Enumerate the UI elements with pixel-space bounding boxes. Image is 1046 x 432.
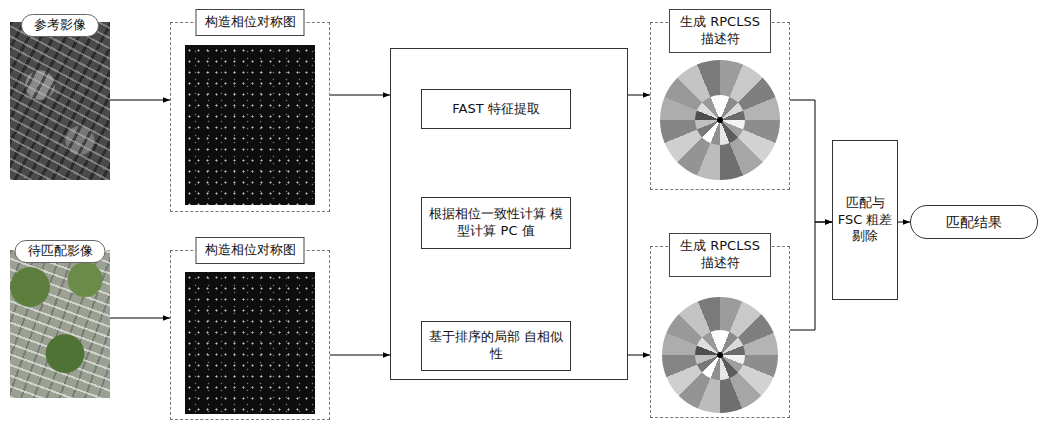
- process-box: 根据相位一致性计算 模型计算 PC 值: [421, 197, 571, 249]
- process-frame: FAST 特征提取根据相位一致性计算 模型计算 PC 值基于排序的局部 自相似性: [390, 48, 628, 380]
- terminal-label: 匹配结果: [946, 213, 1002, 231]
- image-label: 待匹配影像: [15, 240, 106, 263]
- dashed-group: 构造相位对称图: [170, 250, 330, 420]
- flow-arrow: [628, 355, 650, 356]
- descriptor-center: [717, 117, 723, 123]
- terminal-box: 匹配结果: [910, 205, 1038, 239]
- process-box: FAST 特征提取: [421, 89, 571, 129]
- image-panel: 待匹配影像: [10, 240, 110, 400]
- flow-arrow: [898, 222, 910, 223]
- descriptor-center: [717, 352, 723, 358]
- box-label: 基于排序的局部 自相似性: [426, 329, 566, 363]
- flow-arrow: [790, 222, 832, 330]
- target-image: [10, 250, 110, 398]
- phase-symmetry-map: [185, 45, 315, 205]
- dashed-group: 生成 RPCLSS 描述符: [650, 22, 790, 190]
- flow-arrow: [330, 355, 390, 356]
- image-label: 参考影像: [21, 14, 99, 37]
- dashed-group: 构造相位对称图: [170, 22, 330, 212]
- image-panel: 参考影像: [10, 14, 110, 182]
- dashed-group: 生成 RPCLSS 描述符: [650, 246, 790, 418]
- flow-arrow: [110, 100, 170, 101]
- process-box: 匹配与 FSC 粗差 剔除: [832, 140, 898, 300]
- group-heading: 生成 RPCLSS 描述符: [669, 233, 771, 277]
- group-heading: 生成 RPCLSS 描述符: [669, 9, 771, 53]
- flow-arrow: [110, 318, 170, 319]
- phase-symmetry-map: [185, 272, 315, 414]
- box-label: 匹配与 FSC 粗差 剔除: [837, 195, 893, 246]
- box-label: FAST 特征提取: [452, 101, 540, 118]
- reference-image: [10, 22, 110, 180]
- group-heading: 构造相位对称图: [196, 237, 305, 264]
- flow-arrow: [790, 100, 832, 222]
- group-heading: 构造相位对称图: [196, 9, 305, 36]
- box-label: 根据相位一致性计算 模型计算 PC 值: [426, 206, 566, 240]
- flow-arrow: [330, 95, 390, 96]
- process-box: 基于排序的局部 自相似性: [421, 321, 571, 371]
- flow-arrow: [628, 95, 650, 96]
